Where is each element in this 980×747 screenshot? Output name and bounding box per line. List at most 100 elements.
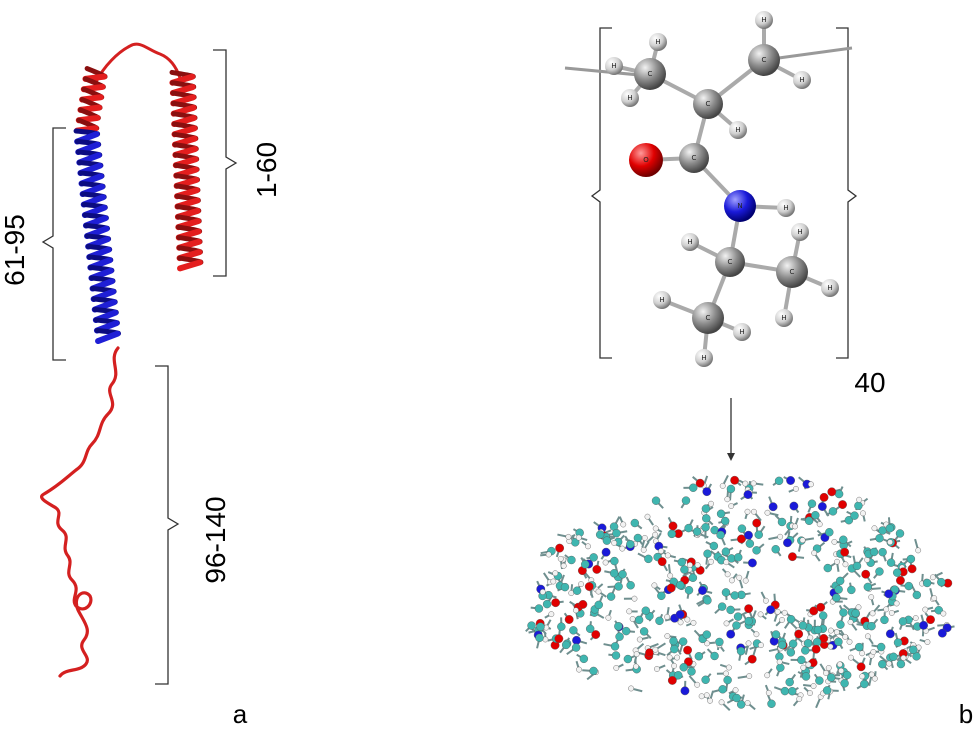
- label-range-1-60: 1-60: [251, 142, 282, 198]
- polymer-atom: [777, 533, 784, 540]
- polymer-atom: [896, 659, 906, 669]
- polymer-atom: [698, 693, 705, 700]
- polymer-atom: [592, 565, 602, 574]
- atom-label-C2: C: [706, 100, 711, 108]
- polymer-atom: [737, 534, 746, 544]
- polymer-atom: [786, 615, 796, 624]
- polymer-atom: [687, 667, 696, 676]
- atom-hydrogen-H9: [791, 223, 809, 241]
- polymer-atom: [746, 673, 753, 679]
- polymer-atom: [576, 666, 582, 673]
- polymer-atom: [788, 639, 798, 648]
- polymer-atom: [754, 530, 763, 539]
- polymer-atom: [827, 643, 834, 650]
- polymer-atom: [640, 546, 647, 553]
- polymer-atom: [720, 516, 730, 526]
- atom-label-C1: C: [648, 70, 653, 78]
- polymer-atom: [797, 655, 806, 665]
- polymer-atom: [708, 558, 714, 565]
- polymer-atom: [851, 608, 860, 618]
- polymer-atom: [869, 547, 879, 557]
- polymer-atom: [628, 685, 635, 692]
- polymer-atom: [742, 577, 749, 584]
- polymer-atom: [564, 615, 574, 624]
- polymer-atom: [736, 574, 743, 581]
- polymer-atom: [688, 573, 698, 582]
- polymer-atom: [860, 679, 869, 689]
- polymer-atom: [878, 547, 887, 557]
- polymer-atom: [777, 517, 787, 527]
- atom-carbon-C7: [692, 302, 724, 334]
- polymer-atom: [623, 654, 633, 664]
- polymer-atom: [702, 487, 712, 497]
- polymer-atom: [859, 650, 865, 657]
- polymer-atom: [887, 539, 893, 546]
- polymer-atom: [610, 642, 620, 651]
- polymer-atom: [581, 560, 590, 569]
- polymer-atom: [701, 504, 711, 513]
- polymer-atom: [900, 654, 907, 661]
- polymer-atom: [709, 541, 719, 551]
- polymer-atom: [794, 629, 804, 639]
- polymer-atom: [702, 630, 711, 639]
- polymer-atom: [847, 619, 854, 626]
- polymer-atom: [626, 608, 633, 615]
- polymer-atom: [636, 636, 643, 643]
- label-range-96-140: 96-140: [200, 496, 231, 583]
- polymer-atom: [801, 672, 811, 681]
- polymer-atom: [655, 616, 664, 626]
- atom-carbon-C2: [693, 89, 723, 119]
- polymer-atom: [689, 483, 698, 492]
- polymer-atom: [867, 621, 876, 631]
- polymer-atom: [585, 543, 591, 550]
- polymer-atom: [695, 478, 705, 488]
- polymer-atom: [718, 685, 727, 694]
- polymer-atom: [684, 657, 693, 667]
- label-range-61-95: 61-95: [0, 214, 30, 286]
- polymer-atom: [898, 617, 908, 626]
- polymer-atom: [893, 638, 903, 647]
- polymer-atom: [676, 580, 685, 590]
- polymer-atom: [605, 614, 612, 621]
- polymer-atom: [633, 651, 640, 658]
- polymer-atom: [736, 700, 746, 709]
- polymer-atom: [557, 555, 564, 562]
- atom-label-N1: N: [737, 202, 742, 210]
- polymer-atom: [591, 630, 601, 639]
- polymer-atom: [893, 600, 900, 607]
- polymer-atom: [550, 578, 557, 585]
- polymer-atom: [723, 675, 732, 685]
- atom-oxygen-O1: [629, 143, 663, 177]
- polymer-atom: [836, 620, 845, 629]
- polymer-atom: [798, 621, 808, 630]
- polymer-atom: [657, 591, 666, 601]
- polymer-atom: [595, 588, 602, 595]
- polymer-atom: [875, 534, 884, 543]
- polymer-atom: [889, 652, 898, 662]
- polymer-atom: [589, 666, 598, 676]
- polymer-atom: [723, 620, 730, 627]
- polymer-atom: [885, 629, 895, 639]
- polymer-atom: [683, 645, 692, 655]
- polymer-atom: [832, 593, 841, 602]
- polymer-atom: [815, 676, 824, 685]
- polymer-atom: [786, 476, 795, 485]
- polymer-atom: [842, 561, 849, 568]
- polymer-atom: [677, 557, 687, 567]
- polymer-atom: [875, 567, 884, 576]
- polymer-atom: [651, 582, 658, 589]
- polymer-atom: [633, 663, 639, 670]
- protein-helix-red-right: [169, 69, 204, 272]
- polymer-atom: [679, 663, 688, 672]
- polymer-atom: [745, 640, 752, 647]
- polymer-atom: [803, 639, 813, 648]
- polymer-atom: [863, 582, 873, 592]
- panel-label-b: b: [959, 699, 973, 729]
- helix-blue-turn-front: [95, 330, 121, 345]
- polymer-atom: [909, 645, 918, 654]
- polymer-atom: [615, 632, 624, 641]
- polymer-atom: [694, 562, 701, 569]
- polymer-atom: [717, 602, 727, 611]
- polymer-atom: [702, 514, 711, 523]
- polymer-atom: [732, 621, 741, 630]
